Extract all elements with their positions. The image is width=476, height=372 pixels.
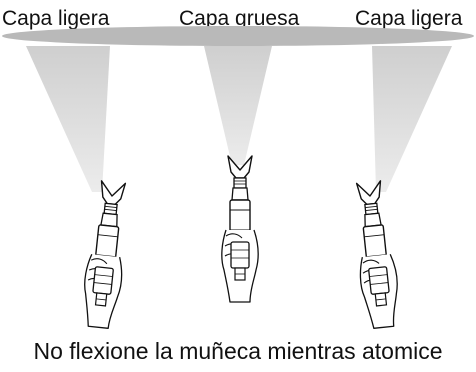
spray-cone-left [26, 46, 110, 192]
spray-gun-left [79, 179, 133, 330]
spray-gun-center [221, 155, 259, 303]
spray-cone-right [372, 46, 452, 192]
instruction-caption: No flexione la muñeca mientras atomice [33, 338, 443, 364]
label-light-coat-left: Capa ligera [2, 7, 110, 30]
painted-surface [2, 26, 474, 46]
label-light-coat-right: Capa ligera [355, 7, 463, 30]
spray-cone-center [204, 46, 272, 165]
label-heavy-coat: Capa gruesa [179, 7, 300, 30]
spray-gun-right [349, 179, 403, 330]
